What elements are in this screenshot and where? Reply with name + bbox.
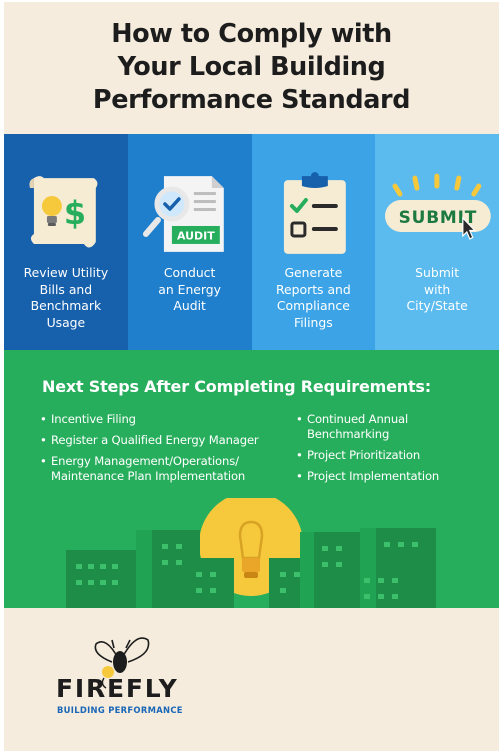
firefly-logo-icon (94, 637, 150, 689)
infographic-page: How to Comply with Your Local Building P… (4, 2, 499, 751)
list-item: Register a Qualified Energy Manager (40, 433, 290, 448)
svg-text:$: $ (64, 194, 86, 232)
step-4-label: Submit with City/State (406, 265, 468, 313)
submit-badge-text: SUBMIT (399, 207, 477, 227)
compliance-steps: $ Review Utility Bills and Benchmark Usa… (4, 134, 499, 350)
checklist-clipboard-icon (283, 172, 346, 254)
brand-tagline: BUILDING PERFORMANCE (57, 705, 183, 715)
list-item: Continued Annual Benchmarking (296, 412, 486, 442)
step-submit: SUBMIT Submit with City/State (375, 134, 499, 350)
city-skyline-illustration (66, 498, 436, 608)
brand-name: FIREFLY (56, 674, 179, 703)
title-line-1: How to Comply with (111, 19, 392, 49)
audit-badge-text: AUDIT (177, 229, 215, 242)
utility-bill-icon: $ (29, 176, 98, 248)
page-title: How to Comply with Your Local Building P… (4, 18, 499, 117)
audit-document-icon: AUDIT (142, 176, 224, 252)
title-line-2: Your Local Building (117, 52, 386, 82)
next-steps-right-list: Continued Annual Benchmarking Project Pr… (296, 412, 486, 490)
step-review-utility: $ Review Utility Bills and Benchmark Usa… (4, 134, 128, 350)
next-steps-heading: Next Steps After Completing Requirements… (42, 377, 431, 396)
list-item: Energy Management/Operations/ Maintenanc… (40, 454, 290, 484)
step-2-label: Conduct an Energy Audit (158, 265, 221, 313)
step-generate-reports: Generate Reports and Compliance Filings (251, 134, 376, 350)
submit-button-icon: SUBMIT (385, 173, 492, 240)
step-energy-audit: AUDIT Conduct an Energy Audit (127, 134, 252, 350)
next-steps-panel: Next Steps After Completing Requirements… (4, 350, 499, 608)
next-steps-left-list: Incentive Filing Register a Qualified En… (40, 412, 290, 490)
list-item: Incentive Filing (40, 412, 290, 427)
step-1-label: Review Utility Bills and Benchmark Usage (23, 265, 109, 330)
title-line-3: Performance Standard (92, 85, 411, 115)
step-3-label: Generate Reports and Compliance Filings (275, 265, 351, 330)
list-item: Project Prioritization (296, 448, 486, 463)
list-item: Project Implementation (296, 469, 486, 484)
